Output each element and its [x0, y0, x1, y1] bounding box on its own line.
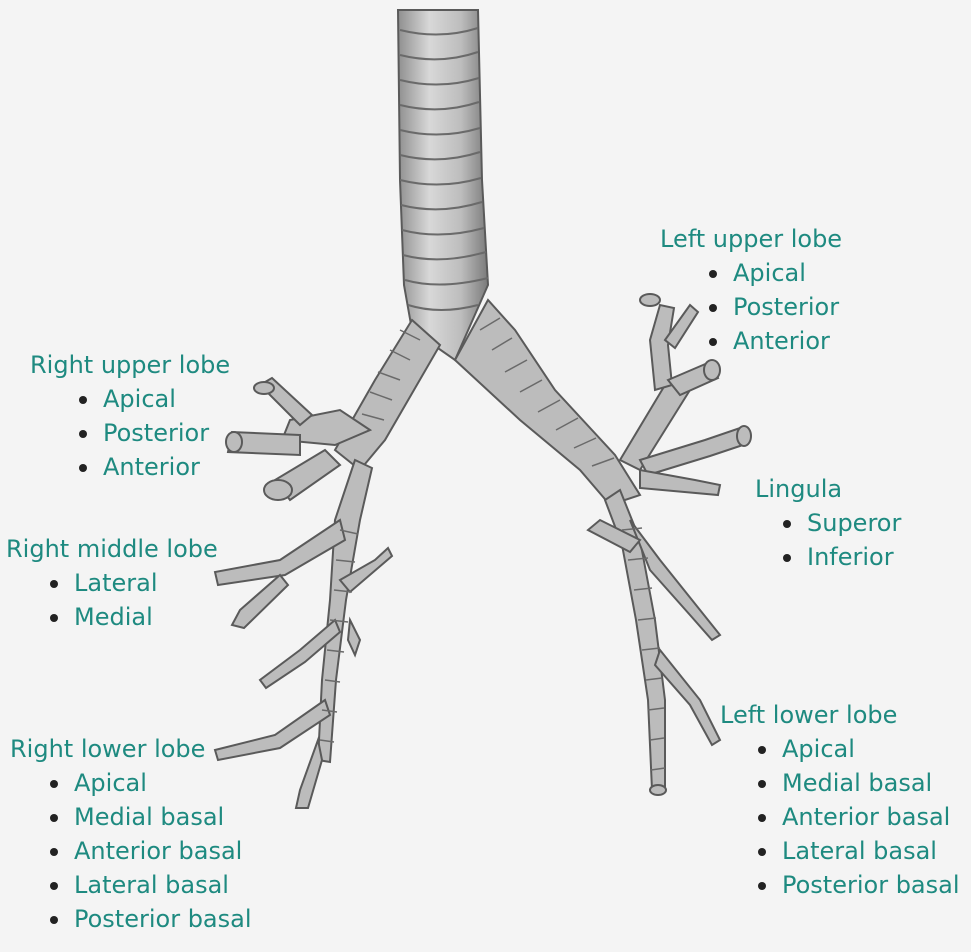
segment-item: Lateral basal [46, 868, 252, 902]
left-upper-lobe-title: Left upper lobe [660, 225, 843, 253]
label-left-upper-lobe: Left upper lobe Apical Posterior Anterio… [660, 222, 842, 358]
segment-item: Medial basal [46, 800, 252, 834]
segment-item: Lateral basal [754, 834, 960, 868]
segment-item: Apical [75, 382, 230, 416]
segment-item: Anterior [705, 324, 842, 358]
segment-item: Medial [46, 600, 218, 634]
label-right-lower-lobe: Right lower lobe Apical Medial basal Ant… [10, 732, 252, 936]
label-right-middle-lobe: Right middle lobe Lateral Medial [6, 532, 218, 634]
trachea [396, 9, 490, 362]
left-bronchial-branches [453, 293, 752, 796]
segment-item: Posterior [75, 416, 230, 450]
lingula-segments: Superor Inferior [779, 506, 901, 574]
label-left-lower-lobe: Left lower lobe Apical Medial basal Ante… [720, 698, 960, 902]
right-upper-lobe-title: Right upper lobe [30, 351, 231, 379]
right-middle-lobe-segments: Lateral Medial [46, 566, 218, 634]
lingula-title: Lingula [755, 475, 843, 503]
right-bronchi-rings [319, 329, 421, 743]
segment-item: Anterior basal [754, 800, 960, 834]
right-middle-lobe-title: Right middle lobe [6, 535, 218, 563]
segment-item: Anterior [75, 450, 230, 484]
label-lingula: Lingula Superor Inferior [755, 472, 901, 574]
segment-item: Posterior basal [754, 868, 960, 902]
left-upper-lobe-segments: Apical Posterior Anterior [705, 256, 842, 358]
right-upper-lobe-segments: Apical Posterior Anterior [75, 382, 230, 484]
segment-item: Posterior [705, 290, 842, 324]
left-lower-lobe-segments: Apical Medial basal Anterior basal Later… [754, 732, 960, 902]
left-bronchi-rings [479, 317, 666, 771]
segment-item: Inferior [779, 540, 901, 574]
segment-item: Superor [779, 506, 901, 540]
segment-item: Medial basal [754, 766, 960, 800]
segment-item: Apical [46, 766, 252, 800]
left-lower-lobe-title: Left lower lobe [720, 701, 898, 729]
right-lower-lobe-segments: Apical Medial basal Anterior basal Later… [46, 766, 252, 936]
segment-item: Lateral [46, 566, 218, 600]
right-lower-lobe-title: Right lower lobe [10, 735, 206, 763]
label-right-upper-lobe: Right upper lobe Apical Posterior Anteri… [30, 348, 230, 484]
right-bronchial-branches [213, 318, 442, 809]
segment-item: Anterior basal [46, 834, 252, 868]
segment-item: Apical [754, 732, 960, 766]
segment-item: Apical [705, 256, 842, 290]
segment-item: Posterior basal [46, 902, 252, 936]
